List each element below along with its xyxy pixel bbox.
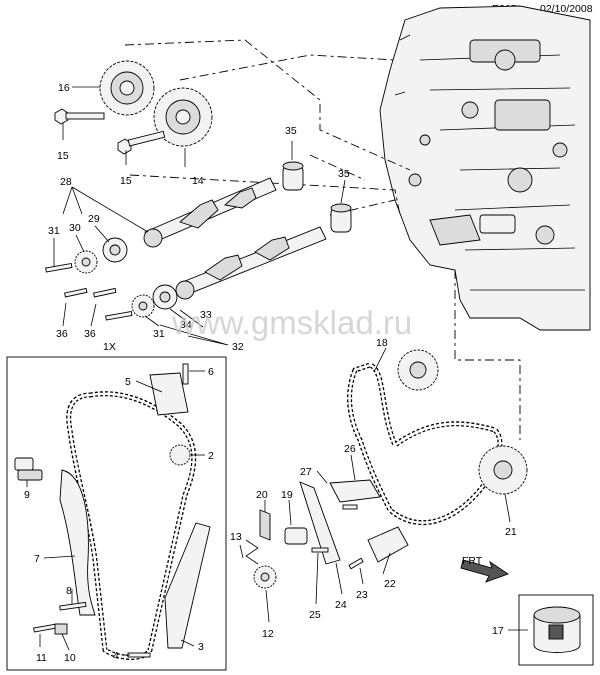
guide-bolt-23 (348, 557, 364, 570)
leader-lines (26, 86, 528, 656)
callout-12: 12 (262, 628, 274, 640)
inset-panel (6, 356, 227, 671)
tensioner-guide-shoe (59, 469, 96, 616)
callout-27: 27 (300, 466, 312, 478)
inset-bolt-11 (33, 623, 59, 633)
callout-35b: 35 (338, 168, 350, 180)
inset-washer-10 (54, 623, 68, 635)
upper-chain-guide (149, 372, 189, 416)
fixed-chain-guide (164, 522, 211, 649)
exhaust-cam-phaser-sprocket (153, 87, 213, 147)
callout-31b: 31 (153, 328, 165, 340)
front-arrow-label: FRT (462, 555, 483, 567)
callout-25: 25 (309, 609, 321, 621)
callout-16: 16 (58, 82, 70, 94)
camshaft-plug-lower (330, 203, 352, 233)
crankshaft-sprocket-large (478, 445, 528, 495)
callout-31a: 31 (48, 225, 60, 237)
crankshaft-sprocket-small (253, 565, 277, 589)
callout-32: 32 (232, 341, 244, 353)
callout-6: 6 (208, 366, 214, 378)
balance-shaft-sprocket (397, 349, 439, 391)
callout-2: 2 (208, 450, 214, 462)
callout-14: 14 (192, 175, 204, 187)
intake-sprocket-small (74, 250, 98, 274)
balance-chain-guide-upper (329, 479, 381, 503)
alignment-lines (124, 39, 521, 440)
callout-23: 23 (356, 589, 368, 601)
inset-bolt-8 (59, 601, 87, 611)
callout-35a: 35 (285, 125, 297, 137)
camshaft-plug-upper (282, 161, 304, 191)
small-bolts (45, 262, 133, 321)
watermark: www.gmsklad.ru (171, 304, 412, 341)
callout-26: 26 (344, 443, 356, 455)
tensioner-spring-13 (245, 539, 259, 565)
crankshaft-socket-tool (533, 606, 581, 653)
callout-21: 21 (505, 526, 517, 538)
balance-chain-guide-lower (367, 526, 409, 563)
callout-3: 3 (198, 641, 204, 653)
intake-reluctor-ring (102, 237, 128, 263)
main-chain-inner (348, 363, 502, 524)
callout-11: 11 (36, 652, 47, 664)
callout-10: 10 (64, 652, 76, 664)
exhaust-camshaft (175, 226, 327, 300)
guide-bolt (182, 363, 189, 385)
engine-block (379, 5, 591, 331)
callout-30: 30 (69, 222, 81, 234)
callout-13: 13 (230, 531, 242, 543)
callout-36a: 36 (56, 328, 68, 340)
callout-9: 9 (24, 489, 30, 501)
balance-chain-tensioner (284, 527, 308, 545)
intake-cam-phaser-sprocket (99, 60, 155, 116)
callout-19: 19 (281, 489, 293, 501)
callout-24: 24 (335, 599, 347, 611)
callout-15b: 15 (120, 175, 132, 187)
callout-29: 29 (88, 213, 100, 225)
callout-22: 22 (384, 578, 396, 590)
callout-36b: 36 (84, 328, 96, 340)
callout-15a: 15 (57, 150, 69, 162)
callout-28: 28 (60, 176, 72, 188)
exhaust-sprocket-small (131, 294, 155, 318)
tensioner-spring-20 (259, 509, 271, 541)
callout-17: 17 (492, 625, 504, 637)
inset-bolt-4 (127, 652, 151, 658)
inset-label: 1X (103, 341, 116, 353)
phaser-bolt-2 (117, 130, 166, 155)
guide-bolt-25 (311, 547, 329, 553)
phaser-bolt-1 (54, 108, 105, 125)
guide-bolt-27 (342, 504, 358, 510)
intake-camshaft (143, 177, 277, 248)
callout-4: 4 (113, 650, 119, 662)
front-direction-arrow: FRT (460, 555, 509, 583)
callout-18: 18 (376, 337, 388, 349)
callout-8: 8 (66, 585, 72, 597)
callout-34: 34 (180, 319, 192, 331)
callout-7: 7 (34, 553, 40, 565)
exhaust-reluctor-ring (152, 284, 178, 310)
inset-cam-sprocket (169, 444, 191, 466)
balance-chain-guide-left (299, 481, 341, 565)
callout-20: 20 (256, 489, 268, 501)
diagram-date: 02/10/2008 (540, 3, 593, 15)
chain-tensioner (14, 457, 43, 481)
callout-33: 33 (200, 309, 212, 321)
callout-5: 5 (125, 376, 131, 388)
